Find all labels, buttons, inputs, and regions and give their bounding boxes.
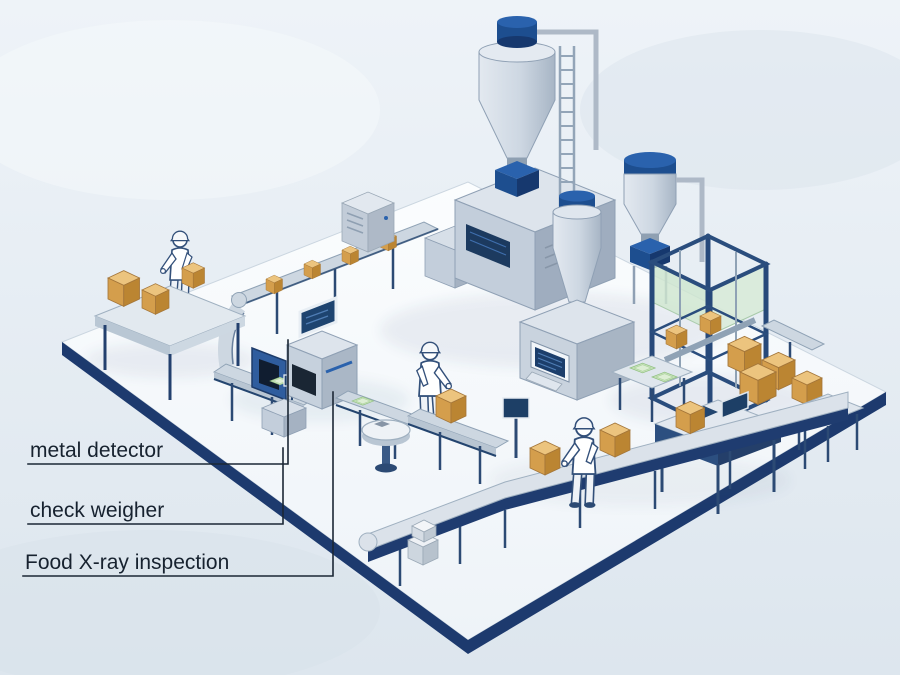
label-check-weigher: check weigher <box>30 499 164 522</box>
table-box <box>181 262 205 289</box>
tray-platform <box>610 355 694 422</box>
table-box <box>141 283 170 315</box>
desk-monitor <box>721 390 749 420</box>
conveyor-parcel <box>341 245 359 266</box>
ladder <box>558 46 576 208</box>
callouts: metal detector check weigher Food X-ray … <box>22 339 334 577</box>
xray-inspection-machine <box>285 295 359 410</box>
conveyor-parcel <box>303 259 321 280</box>
callout-metal-detector: metal detector <box>27 339 289 465</box>
pipe <box>676 177 705 262</box>
kiosk-display <box>502 397 530 458</box>
silo-3 <box>552 190 602 312</box>
packer-box <box>699 310 722 336</box>
label-xray: Food X-ray inspection <box>25 551 229 574</box>
infeed-table-station <box>93 262 247 400</box>
callout-check-weigher: check weigher <box>27 447 284 525</box>
conveyor-parcel <box>265 274 283 295</box>
table-box <box>107 270 140 307</box>
crate-stack <box>407 519 439 566</box>
packer-box <box>665 324 688 350</box>
label-metal-detector: metal detector <box>30 439 163 462</box>
electrical-cabinet <box>340 191 396 253</box>
pipe <box>537 29 599 150</box>
callout-xray: Food X-ray inspection <box>22 391 334 577</box>
xray-tunnel <box>292 364 316 396</box>
console-keyboard <box>525 371 563 392</box>
front-conveyor <box>358 391 849 586</box>
center-conveyor <box>406 388 510 484</box>
control-console-machine <box>518 299 636 401</box>
xray-monitor <box>298 295 338 339</box>
round-table <box>361 419 411 473</box>
silo-1 <box>478 16 599 197</box>
belt-box <box>435 388 467 424</box>
